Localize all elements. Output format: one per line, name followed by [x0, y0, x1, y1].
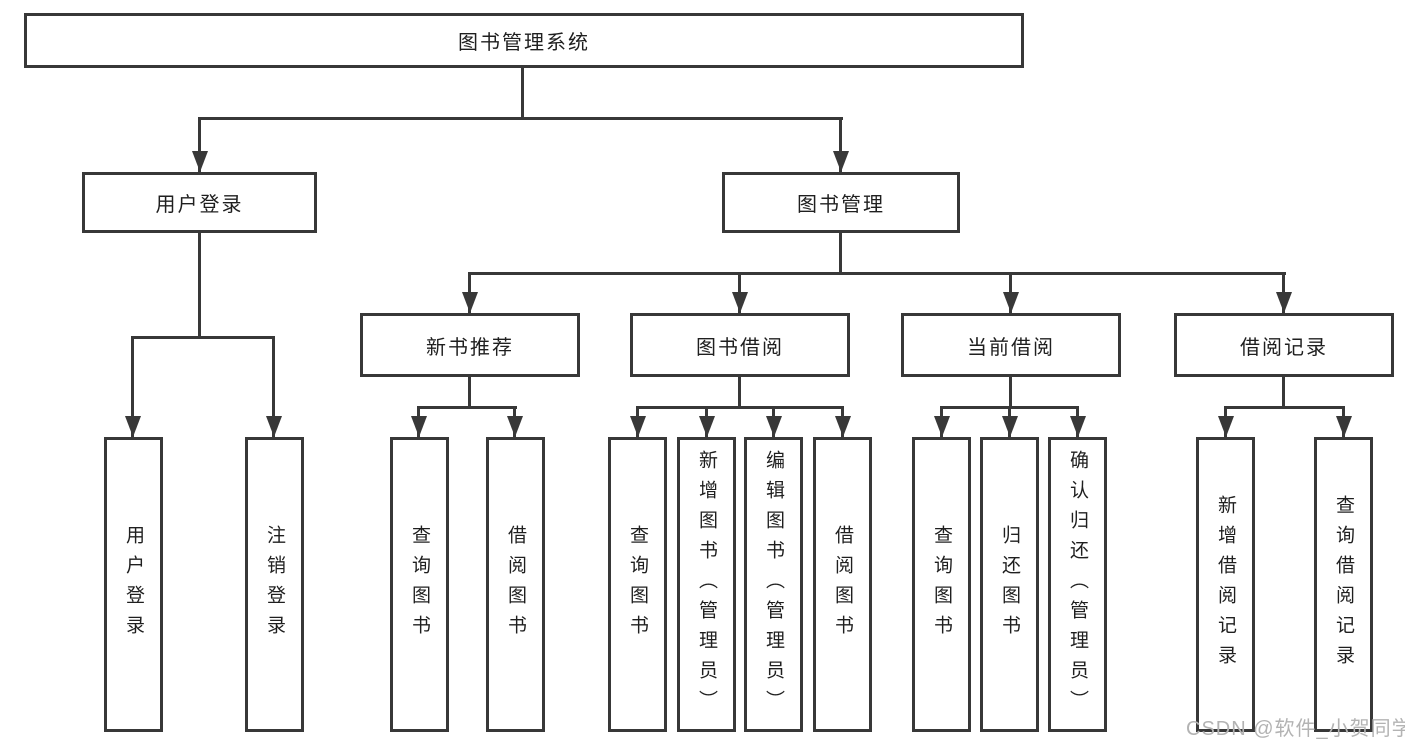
- connector-user-login-stub: [198, 233, 201, 337]
- leaf-confirm-return-admin: 确认归还（管理员）: [1048, 437, 1107, 732]
- connector-root-stub: [521, 68, 524, 118]
- arrow-to-confirm-return: [1076, 406, 1079, 437]
- arrow-to-add-borrow-record: [1224, 406, 1227, 437]
- arrow-to-current-borrow: [1009, 272, 1012, 313]
- connector-user-login-branch: [131, 336, 275, 339]
- arrow-to-borrow-books-2: [841, 406, 844, 437]
- arrow-to-user-login: [198, 117, 201, 172]
- arrow-to-leaf-user-login: [131, 336, 134, 437]
- node-current-borrow: 当前借阅: [901, 313, 1121, 377]
- arrow-to-add-book: [705, 406, 708, 437]
- node-book-borrow: 图书借阅: [630, 313, 850, 377]
- leaf-add-book-admin: 新增图书（管理员）: [677, 437, 736, 732]
- leaf-return-book: 归还图书: [980, 437, 1039, 732]
- connector-level3-branch: [468, 272, 1286, 275]
- leaf-borrow-books-recommend: 借阅图书: [486, 437, 545, 732]
- arrow-to-query-borrow-record: [1342, 406, 1345, 437]
- leaf-add-borrow-record: 新增借阅记录: [1196, 437, 1255, 732]
- node-library-management-system: 图书管理系统: [24, 13, 1024, 68]
- leaf-edit-book-admin: 编辑图书（管理员）: [744, 437, 803, 732]
- connector-book-borrow-stub: [738, 377, 741, 409]
- arrow-to-book-borrow: [738, 272, 741, 313]
- arrow-to-new-book-recommend: [468, 272, 471, 313]
- arrow-to-leaf-logout: [272, 336, 275, 437]
- leaf-user-login: 用户登录: [104, 437, 163, 732]
- leaf-borrow-book: 借阅图书: [813, 437, 872, 732]
- leaf-logout: 注销登录: [245, 437, 304, 732]
- arrow-to-edit-book: [772, 406, 775, 437]
- connector-borrow-records-stub: [1282, 377, 1285, 409]
- arrow-to-borrow-records: [1282, 272, 1285, 313]
- connector-book-borrow-branch: [636, 406, 844, 409]
- leaf-query-borrow-record: 查询借阅记录: [1314, 437, 1373, 732]
- connector-new-book-stub: [468, 377, 471, 409]
- arrow-to-query-books-3: [940, 406, 943, 437]
- leaf-query-books-borrow: 查询图书: [608, 437, 667, 732]
- arrow-to-query-books-1: [417, 406, 420, 437]
- arrow-to-borrow-books-1: [513, 406, 516, 437]
- connector-level2-branch: [198, 117, 843, 120]
- csdn-watermark: CSDN @软件_小贺同学: [1186, 718, 1405, 740]
- connector-borrow-records-branch: [1224, 406, 1344, 409]
- connector-current-borrow-stub: [1009, 377, 1012, 409]
- node-borrow-records: 借阅记录: [1174, 313, 1394, 377]
- connector-new-book-branch: [417, 406, 517, 409]
- node-new-book-recommend: 新书推荐: [360, 313, 580, 377]
- connector-book-management-stub: [839, 233, 842, 275]
- leaf-query-books-current: 查询图书: [912, 437, 971, 732]
- leaf-query-books-recommend: 查询图书: [390, 437, 449, 732]
- node-book-management: 图书管理: [722, 172, 960, 233]
- node-user-login: 用户登录: [82, 172, 317, 233]
- arrow-to-query-books-2: [636, 406, 639, 437]
- arrow-to-book-management: [839, 117, 842, 172]
- arrow-to-return-book: [1008, 406, 1011, 437]
